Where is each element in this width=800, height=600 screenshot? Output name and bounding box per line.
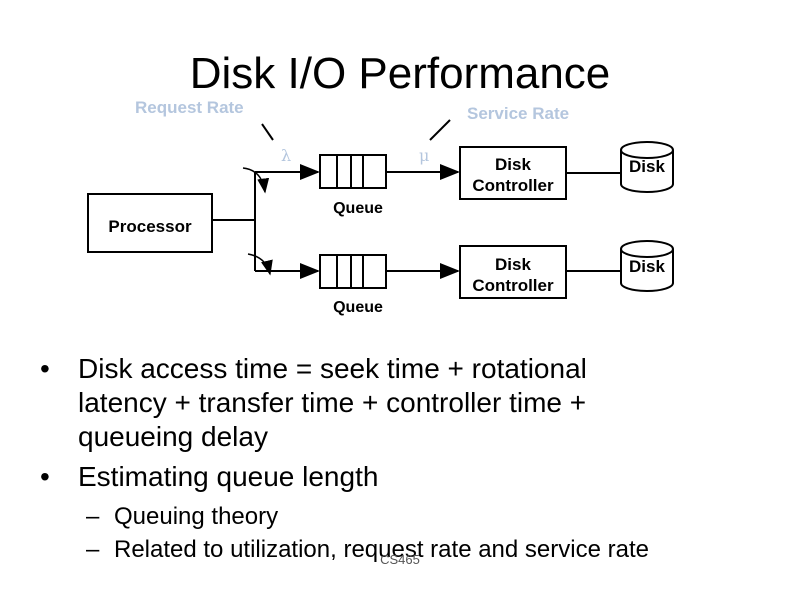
upper-disk-cylinder [620,141,674,193]
lower-disk-controller-label-line2: Controller [472,276,554,295]
request-rate-pointer [261,123,274,141]
slide-footer: CS465 [380,552,420,567]
bullet-text-line: Estimating queue length [78,461,379,492]
request-rate-label: Request Rate [135,98,244,117]
upper-disk-controller-label-line2: Controller [472,176,554,195]
bullet-text-line: Disk access time = seek time + rotationa… [78,353,587,384]
processor-label: Processor [108,217,192,236]
lower-curve-arrow [247,253,273,276]
upper-disk-controller-label-line1: Disk [495,155,531,174]
service-rate-label: Service Rate [467,104,569,123]
processor-box [87,193,213,253]
sub-bullet-marker: – [86,503,100,530]
bullet-disk-access-time: • Disk access time = seek time + rotatio… [40,352,740,454]
lower-queue [319,254,387,289]
lower-disk-label: Disk [629,257,665,276]
bullet-list: • Disk access time = seek time + rotatio… [40,352,740,566]
lambda-symbol: λ [281,146,291,165]
upper-queue [319,154,387,189]
sub-bullet-related-to-utilization: – Related to utilization, request rate a… [40,533,740,566]
bullet-marker: • [40,353,50,384]
disk-io-diagram: Request Rate Service Rate λ μ Processor … [87,98,674,316]
slide-title: Disk I/O Performance [189,49,611,98]
bullet-text-line: queueing delay [78,421,268,452]
upper-curve-arrow [242,167,270,194]
lower-queue-label: Queue [333,299,383,316]
upper-disk-label: Disk [629,157,665,176]
sub-bullet-text: Related to utilization, request rate and… [114,536,649,563]
mu-symbol: μ [419,146,429,165]
sub-bullet-queuing-theory: – Queuing theory [40,500,740,533]
service-rate-pointer [429,119,451,141]
bullet-marker: • [40,461,50,492]
lower-disk-controller-label-line1: Disk [495,255,531,274]
lower-disk-cylinder [620,240,674,292]
upper-queue-label: Queue [333,200,383,217]
sub-bullet-marker: – [86,536,100,563]
bullet-estimating-queue-length: • Estimating queue length [40,460,740,494]
bullet-text-line: latency + transfer time + controller tim… [78,387,587,418]
sub-bullet-text: Queuing theory [114,503,279,530]
